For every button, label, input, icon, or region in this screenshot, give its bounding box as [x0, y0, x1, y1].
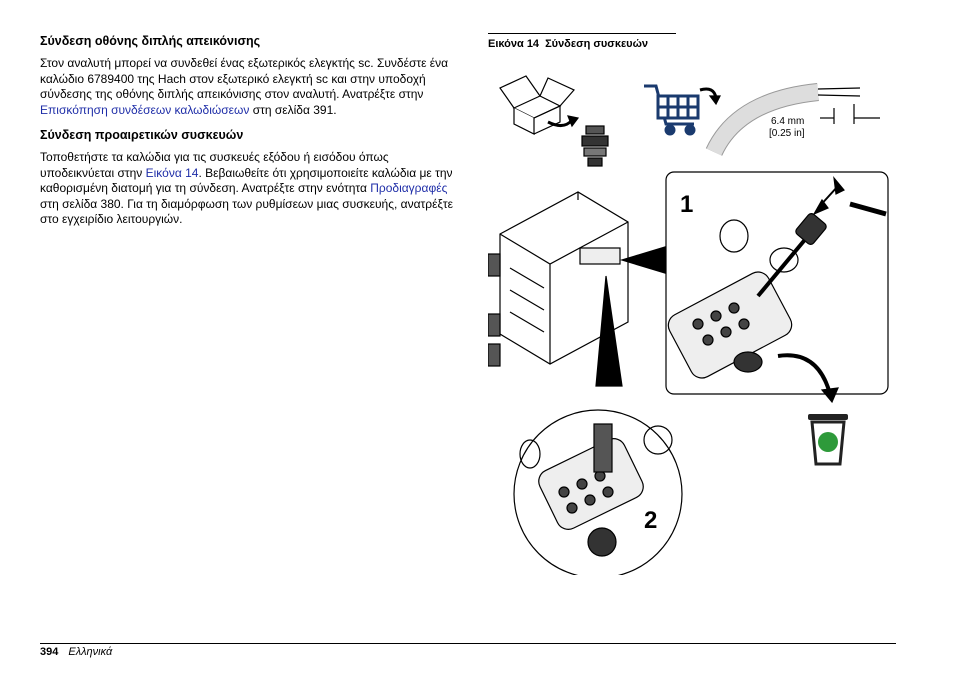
controller-enclosure: [487, 191, 629, 367]
figure-title: Σύνδεση συσκευών: [545, 38, 648, 50]
step-2-panel: [513, 409, 683, 579]
strip-length-mm: 6.4 mm: [771, 116, 804, 127]
cable-icon: [705, 83, 880, 157]
main-text-column: Σύνδεση οθόνης διπλής απεικόνισης Στον α…: [40, 34, 460, 238]
page-footer: 394 Ελληνικά: [40, 646, 112, 658]
recycle-bin-icon: [808, 414, 848, 466]
section-paragraph-optional-devices: Τοποθετήστε τα καλώδια για τις συσκευές …: [40, 150, 460, 228]
paragraph-text: στη σελίδα 391.: [249, 102, 337, 117]
step-1-label: 1: [680, 191, 693, 218]
box-icon: [499, 75, 575, 135]
page-number: 394: [40, 646, 59, 658]
specifications-link[interactable]: Προδιαγραφές: [370, 181, 448, 195]
cable-gland-icon: [581, 125, 609, 167]
paragraph-text: Στον αναλυτή μπορεί να συνδεθεί ένας εξω…: [40, 56, 449, 101]
strip-length-in: [0.25 in]: [769, 128, 805, 139]
section-heading-optional-devices: Σύνδεση προαιρετικών συσκευών: [40, 128, 244, 142]
figure-number: Εικόνα 14: [488, 38, 540, 50]
step-2-label: 2: [644, 507, 657, 534]
section-paragraph-dual-display: Στον αναλυτή μπορεί να συνδεθεί ένας εξω…: [40, 56, 460, 118]
figure-14-link[interactable]: Εικόνα 14: [145, 165, 199, 180]
figure-illustration: 6.4 mm [0.25 in]: [487, 60, 890, 580]
paragraph-text: στη σελίδα 380. Για τη διαμόρφωση των ρυ…: [40, 196, 453, 227]
figure-caption-rule: [488, 33, 676, 34]
step-1-panel: [665, 171, 889, 395]
paragraph-text: Τοποθετήστε τα καλώδια για τις συσκευές …: [40, 150, 389, 180]
footer-language: Ελληνικά: [68, 646, 113, 658]
figure-caption: Εικόνα 14 Σύνδεση συσκευών: [488, 38, 648, 50]
paragraph-text: . Βεβαιωθείτε ότι χρησιμοποιείτε καλώδια…: [40, 165, 453, 196]
section-heading-dual-display: Σύνδεση οθόνης διπλής απεικόνισης: [40, 34, 261, 48]
wiring-overview-link[interactable]: Επισκόπηση συνδέσεων καλωδιώσεων: [40, 102, 250, 117]
footer-rule: [40, 643, 896, 644]
cart-icon: [644, 84, 700, 136]
